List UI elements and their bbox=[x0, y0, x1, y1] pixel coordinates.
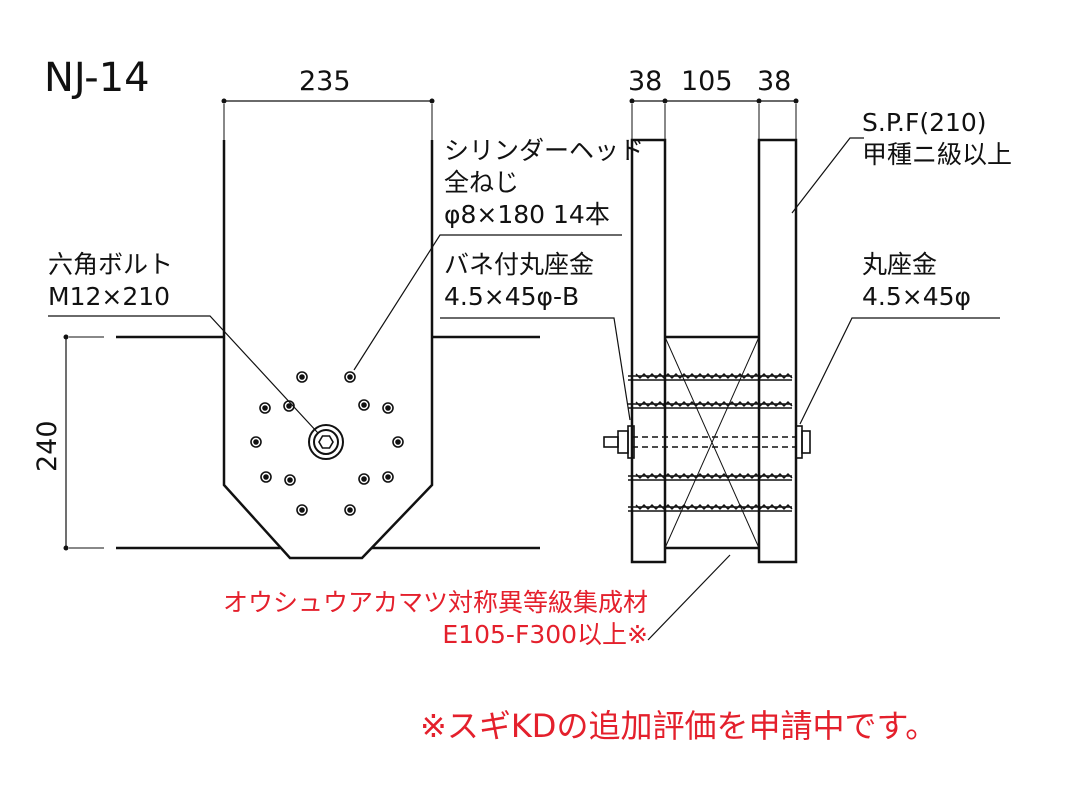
spf-label-line1: S.P.F(210) bbox=[862, 108, 987, 137]
screw-label-line2: 全ねじ bbox=[444, 168, 520, 197]
bolt-label-line2: M12×210 bbox=[48, 282, 171, 311]
spf-label-line2: 甲種ニ級以上 bbox=[862, 140, 1013, 169]
glulam-label-line1: オウシュウアカマツ対称異等級集成材 bbox=[222, 588, 648, 617]
round-washer-label-line1: 丸座金 bbox=[862, 250, 938, 279]
member-dimension-middle: 105 bbox=[681, 66, 733, 97]
spring-washer-label-line2: 4.5×45φ-B bbox=[444, 282, 580, 311]
model-title: NJ-14 bbox=[44, 55, 150, 101]
front-view bbox=[48, 98, 622, 560]
bolt-label-line1: 六角ボルト bbox=[48, 250, 174, 279]
side-view bbox=[440, 98, 1000, 641]
spring-washer-leader bbox=[440, 317, 631, 421]
screw-leader bbox=[353, 234, 622, 371]
screws-side bbox=[628, 373, 793, 512]
screw-label-line3: φ8×180 14本 bbox=[444, 200, 610, 229]
screw-label-line1: シリンダーヘッド bbox=[444, 136, 645, 165]
spf-leader bbox=[791, 137, 864, 214]
glulam-leader bbox=[647, 554, 731, 641]
round-washer-label-line2: 4.5×45φ bbox=[862, 282, 972, 311]
spring-washer-label-line1: バネ付丸座金 bbox=[444, 250, 595, 279]
footnote: ※スギKDの追加評価を申請中です。 bbox=[420, 707, 938, 745]
round-washer-leader bbox=[799, 317, 1000, 425]
member-dimension-right: 38 bbox=[757, 66, 792, 97]
bolt-side bbox=[603, 425, 811, 459]
bolt-leader bbox=[48, 315, 319, 434]
height-dimension-label: 240 bbox=[32, 420, 63, 472]
width-dimension-label: 235 bbox=[299, 66, 351, 97]
hex-bolt bbox=[308, 424, 344, 460]
member-dimension-left: 38 bbox=[628, 66, 663, 97]
glulam-label-line2: E105-F300以上※ bbox=[442, 620, 648, 649]
column-outline bbox=[222, 140, 434, 560]
screw-holes bbox=[250, 371, 404, 516]
spf-member-left bbox=[630, 138, 667, 564]
spf-member-right bbox=[757, 138, 798, 564]
